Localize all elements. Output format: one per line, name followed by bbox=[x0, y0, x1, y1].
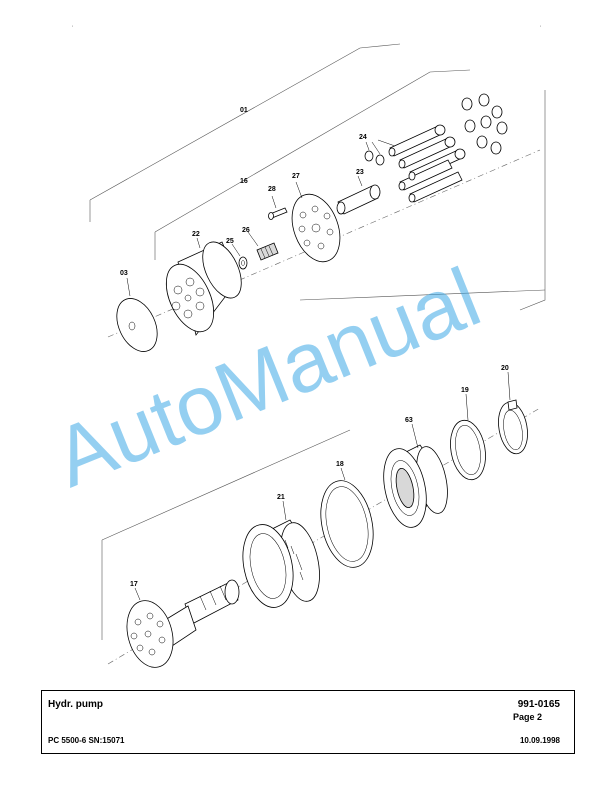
title-block: Hydr. pump 991-0165 Page 2 PC 5500-6 SN:… bbox=[41, 690, 575, 754]
exploded-parts-diagram: 01 16 28 27 23 24 22 26 25 03 20 19 63 1… bbox=[42, 43, 546, 668]
callout-19: 19 bbox=[461, 387, 469, 394]
leader-lines bbox=[126, 139, 511, 601]
part-63-bearing bbox=[383, 444, 448, 528]
callout-18: 18 bbox=[336, 461, 344, 468]
part-03-thrust-plate bbox=[116, 298, 158, 352]
part-25-washer bbox=[238, 256, 248, 270]
machine-model: PC 5500-6 SN:15071 bbox=[48, 736, 125, 745]
assembly-frame-lines bbox=[89, 43, 546, 640]
callout-01: 01 bbox=[240, 107, 248, 114]
part-27-retainer-plate bbox=[291, 193, 341, 263]
callout-27: 27 bbox=[292, 173, 300, 180]
part-26-spring bbox=[256, 242, 279, 261]
drawing-title: Hydr. pump bbox=[48, 699, 104, 710]
callout-17: 17 bbox=[130, 581, 138, 588]
part-23-centre-pin bbox=[336, 184, 381, 215]
callout-20: 20 bbox=[501, 365, 509, 372]
part-21-bearing-cup bbox=[242, 519, 320, 608]
callout-03: 03 bbox=[120, 270, 128, 277]
callout-16: 16 bbox=[240, 178, 248, 185]
part-28-screw bbox=[268, 207, 288, 220]
callout-23: 23 bbox=[356, 169, 364, 176]
corner-mark-top-right: ' bbox=[540, 26, 542, 32]
callout-22: 22 bbox=[192, 231, 200, 238]
callout-26: 26 bbox=[242, 227, 250, 234]
callout-21: 21 bbox=[277, 494, 285, 501]
part-20-circlip bbox=[498, 399, 528, 455]
piston-slippers bbox=[461, 93, 508, 155]
callout-28: 28 bbox=[268, 186, 276, 193]
drawing-date: 10.09.1998 bbox=[519, 736, 560, 745]
drawing-number: 991-0165 bbox=[517, 699, 560, 710]
page-number: Page 2 bbox=[512, 712, 542, 722]
part-22-cylinder-block bbox=[165, 241, 242, 336]
part-19-ring bbox=[450, 419, 486, 481]
callout-labels: 01 16 28 27 23 24 22 26 25 03 20 19 63 1… bbox=[120, 107, 509, 588]
callout-63: 63 bbox=[405, 417, 413, 424]
part-17-drive-shaft bbox=[126, 579, 240, 668]
callout-24: 24 bbox=[359, 134, 367, 141]
part-18-ring bbox=[320, 480, 374, 568]
corner-mark-top-left: ' bbox=[72, 26, 74, 32]
part-24-pistons bbox=[364, 124, 466, 203]
callout-25: 25 bbox=[226, 238, 234, 245]
